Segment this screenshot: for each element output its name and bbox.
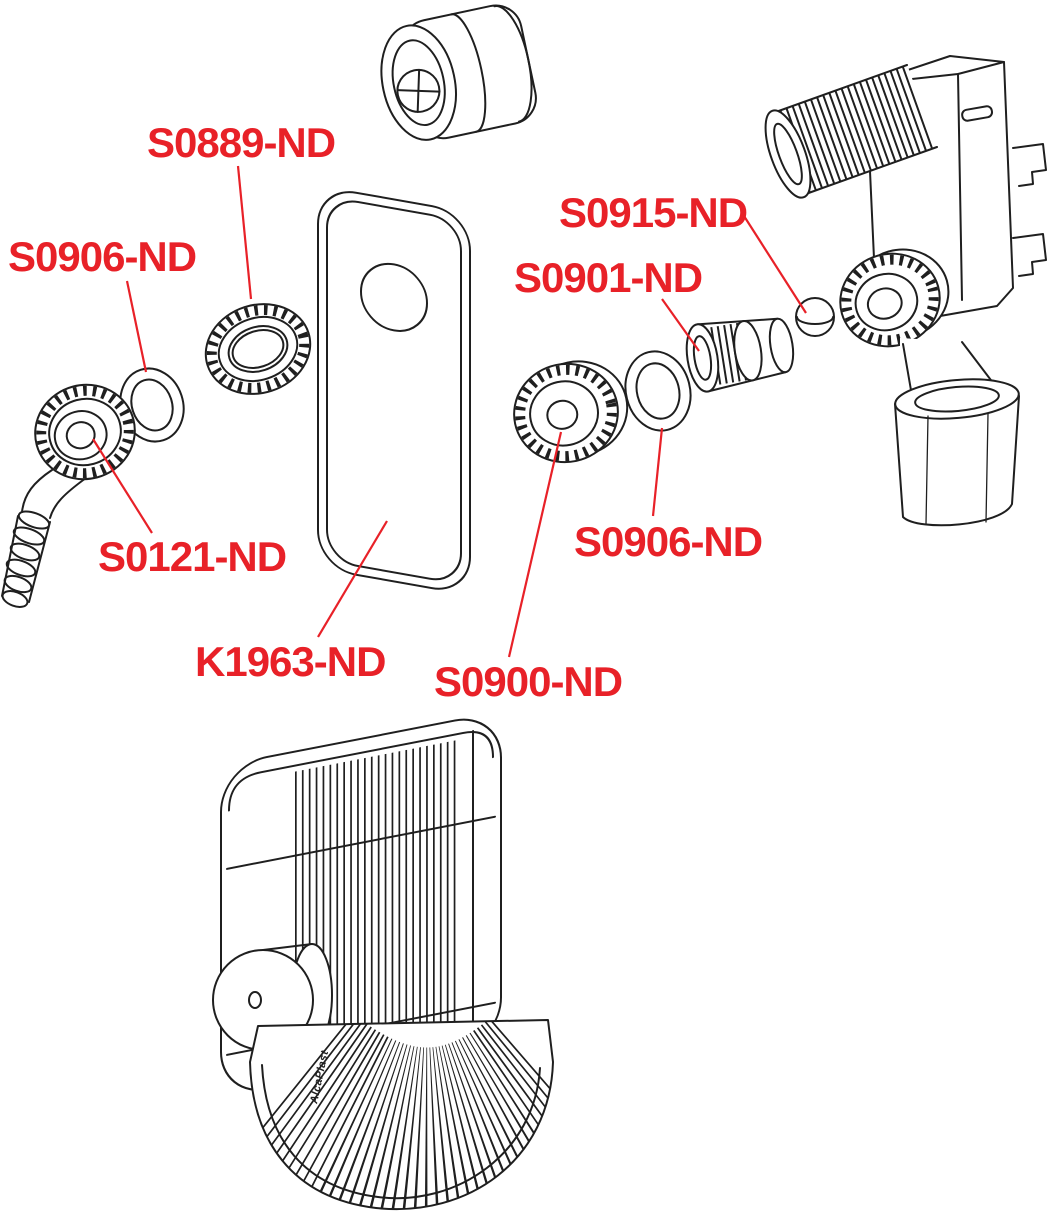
part-siphon-body: AlcaPlast (212, 718, 554, 1211)
label-s0889: S0889-ND (147, 119, 335, 166)
part-knurled-cap (513, 360, 629, 464)
label-s0900: S0900-ND (434, 658, 622, 705)
label-k1963: K1963-ND (195, 638, 385, 685)
part-cover-plate (317, 191, 471, 590)
label-s0906-left: S0906-ND (8, 233, 196, 280)
part-sleeve (685, 317, 795, 393)
leader-s0906-right (651, 427, 664, 517)
part-top-cap (380, 4, 537, 141)
annotation-layer: S0889-ND S0906-ND S0915-ND S0901-ND S012… (8, 119, 807, 705)
label-s0915: S0915-ND (559, 189, 747, 236)
part-ring-nut (204, 303, 312, 395)
leader-k1963 (317, 520, 388, 638)
leader-s0906-left (125, 280, 148, 373)
leader-s0901 (661, 298, 700, 352)
phillips-screw-icon (396, 68, 441, 113)
leader-s0121 (92, 438, 153, 534)
plate-hole (360, 262, 428, 332)
line-art-layer: AlcaPlast (1, 4, 1047, 1211)
leader-s0889 (236, 165, 253, 300)
part-wall-siphon (764, 55, 1047, 527)
part-ball (795, 297, 835, 337)
threaded-pipe (764, 64, 938, 199)
leader-s0915 (743, 215, 807, 314)
part-elbow-connector (1, 383, 136, 608)
leader-s0900 (507, 431, 563, 658)
label-s0121: S0121-ND (98, 533, 286, 580)
label-s0906-right: S0906-ND (574, 518, 762, 565)
part-gasket-right (624, 350, 692, 432)
label-s0901: S0901-ND (514, 254, 702, 301)
